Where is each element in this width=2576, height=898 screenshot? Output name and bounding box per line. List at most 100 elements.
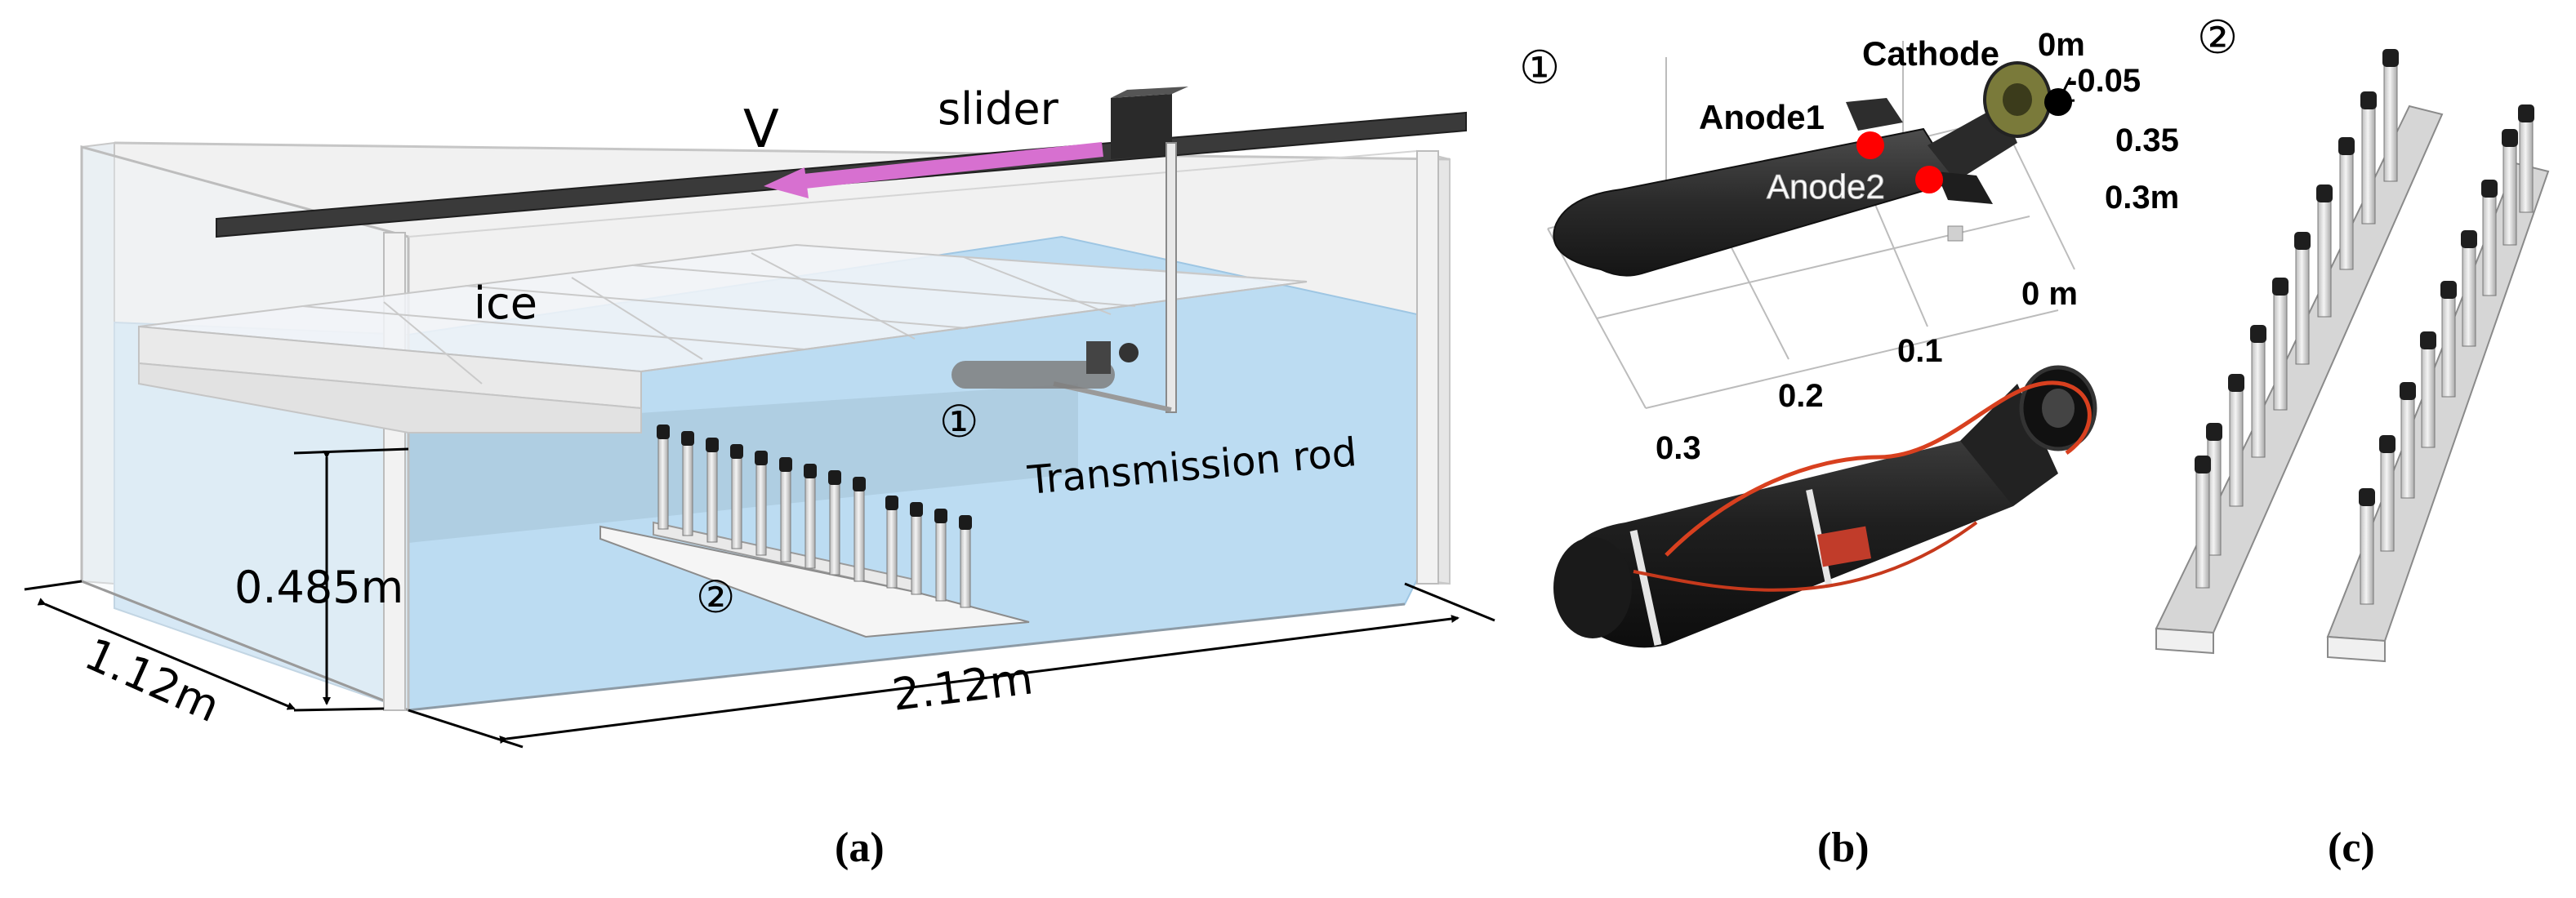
rod <box>2441 290 2456 398</box>
tank-top-front-rim <box>408 150 1418 238</box>
electrode-cap <box>657 425 670 439</box>
anode1-label: Anode1 <box>1699 98 1825 136</box>
panel-b: ① Cathode Anode1 Anode2 0m -0.05 0.35 0.… <box>1519 27 2179 871</box>
electrode-cap <box>828 470 841 485</box>
z-tick-line <box>2057 77 2072 103</box>
electrode-cap <box>755 451 768 465</box>
marker-2-c: ② <box>2197 11 2238 64</box>
rod <box>2462 239 2476 347</box>
electrode-rod <box>731 450 742 549</box>
auv-dorsal-fin <box>1846 98 1903 131</box>
electrode-cap <box>706 438 719 452</box>
electrode-cap <box>885 496 898 510</box>
rod-cap <box>2518 104 2534 122</box>
slider-label: slider <box>938 83 1059 135</box>
auv-photo-nose <box>1553 537 1632 638</box>
auv-thruster-hub <box>2003 83 2032 116</box>
x-tick-2: 0.2 <box>1778 378 1824 414</box>
auv-small-part <box>1947 225 1963 242</box>
rod <box>2380 444 2395 552</box>
rod-cap <box>2228 374 2244 392</box>
ice-bottom-face <box>138 362 642 433</box>
auv-lower-fin <box>1936 171 1993 204</box>
ice-grid-line <box>301 305 805 350</box>
auv-photo-tape <box>1817 526 1872 567</box>
marker-1-b: ① <box>1519 42 1560 95</box>
height-label: 0.485m <box>234 562 403 613</box>
electrode-cap <box>959 515 972 530</box>
ice-grid-line <box>465 285 969 329</box>
rod <box>2400 391 2415 499</box>
rod <box>2251 334 2266 458</box>
auv-photo-strap-1 <box>1629 530 1662 646</box>
electrode-array-a <box>599 425 1030 638</box>
panel-c: ② <box>2155 11 2550 871</box>
electrode-rod <box>657 430 669 530</box>
electrode-rod <box>911 508 922 595</box>
rod-cap <box>2481 180 2498 198</box>
z-tick-0: 0m <box>2038 27 2085 63</box>
x-tick-1: 0.1 <box>1897 333 1943 369</box>
length-dimension-tick-left <box>408 709 524 749</box>
tank-corner-post-right <box>1416 150 1439 585</box>
rod <box>2273 287 2288 411</box>
auv-photo-wire-2 <box>1633 521 1978 592</box>
ice-grid-line <box>632 265 1136 307</box>
marker-2-label: ② <box>696 571 735 623</box>
strip-1-side <box>2155 627 2214 655</box>
anode2-dot <box>1915 166 1943 193</box>
rod <box>2361 100 2376 224</box>
velocity-arrow-shaft <box>804 142 1103 189</box>
electrode-rod <box>886 501 898 589</box>
ice-grid-line <box>383 301 483 385</box>
slider-block-top <box>1111 87 1188 98</box>
rod <box>2295 241 2310 365</box>
electrode-rod <box>682 437 693 536</box>
caption-a: (a) <box>835 825 885 871</box>
auv-hull <box>1553 127 1958 277</box>
auv-photo-thruster-hub <box>2042 389 2075 428</box>
rod-cap <box>2316 184 2333 202</box>
panel-a: V slider ice ① Transmission rod ② 0.485m… <box>24 83 1495 871</box>
electrode-rod <box>829 476 840 576</box>
length-dimension-line <box>499 615 1460 744</box>
rod-cap <box>2382 49 2399 67</box>
rod-cap <box>2195 456 2211 473</box>
rod <box>2229 383 2244 507</box>
electrode-rod <box>935 514 947 602</box>
marker-1-label: ① <box>939 396 978 447</box>
z-tick-2: 0.35 <box>2115 122 2179 158</box>
electrode-rod <box>804 469 816 569</box>
z-tick-line <box>2057 99 2075 104</box>
length-label: 2.12m <box>889 652 1036 721</box>
electrode-cap <box>910 502 923 517</box>
velocity-arrow-head <box>764 167 809 198</box>
ice-grid-line <box>963 256 1112 315</box>
auv-photo-fin <box>1960 384 2058 506</box>
tank-auv <box>952 341 1139 389</box>
transmission-rod <box>1165 142 1177 413</box>
electrode-cap <box>804 464 817 478</box>
width-label: 1.12m <box>78 628 228 732</box>
height-dimension-bottom-tick <box>293 707 385 712</box>
rod <box>2317 193 2332 318</box>
auv-photo-wire <box>1665 380 2092 557</box>
rod <box>2519 113 2534 213</box>
rod-cap <box>2294 232 2311 250</box>
auv-render <box>1553 61 2052 277</box>
electrode-cap <box>853 477 866 491</box>
rod-cap <box>2461 230 2477 248</box>
electrode-rod <box>960 521 971 608</box>
x-tick-3: 0.3 <box>1656 430 1701 466</box>
grid-line <box>1645 309 2059 409</box>
rod <box>2482 189 2497 296</box>
tank-auv-thruster <box>1119 343 1139 362</box>
rod-cap <box>2502 129 2518 147</box>
rod-cap <box>2440 281 2457 299</box>
rod-cap <box>2272 278 2289 296</box>
rod-cap <box>2359 488 2375 506</box>
z-tick-3: 0.3m <box>2105 180 2179 216</box>
anode2-label: Anode2 <box>1767 167 1885 206</box>
electrode-rods <box>657 425 972 608</box>
